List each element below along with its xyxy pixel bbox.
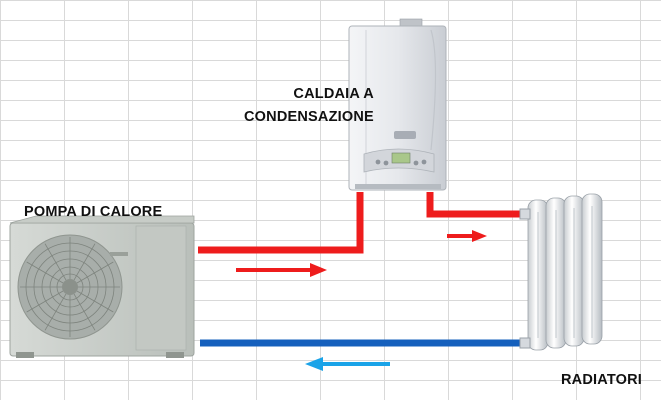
radiator-fin	[546, 198, 566, 348]
supply-pipe-right	[430, 192, 520, 214]
radiator-fin	[564, 196, 584, 346]
return-arrow-icon	[305, 357, 390, 371]
heat-pump-icon	[10, 216, 194, 358]
radiator-icon	[520, 194, 602, 350]
boiler-label-line1: CALDAIA A	[244, 83, 374, 106]
supply-pipe-left	[198, 192, 360, 250]
supply-arrow-icon	[236, 263, 327, 277]
heat-pump-label: POMPA DI CALORE	[24, 204, 162, 220]
radiator-fin	[582, 194, 602, 344]
supply-arrow-right-icon	[447, 230, 487, 242]
radiator-fin	[528, 200, 548, 350]
boiler-label-line2: CONDENSAZIONE	[244, 106, 374, 129]
boiler-label: CALDAIA A CONDENSAZIONE	[244, 83, 374, 129]
radiators-label: RADIATORI	[561, 372, 642, 388]
